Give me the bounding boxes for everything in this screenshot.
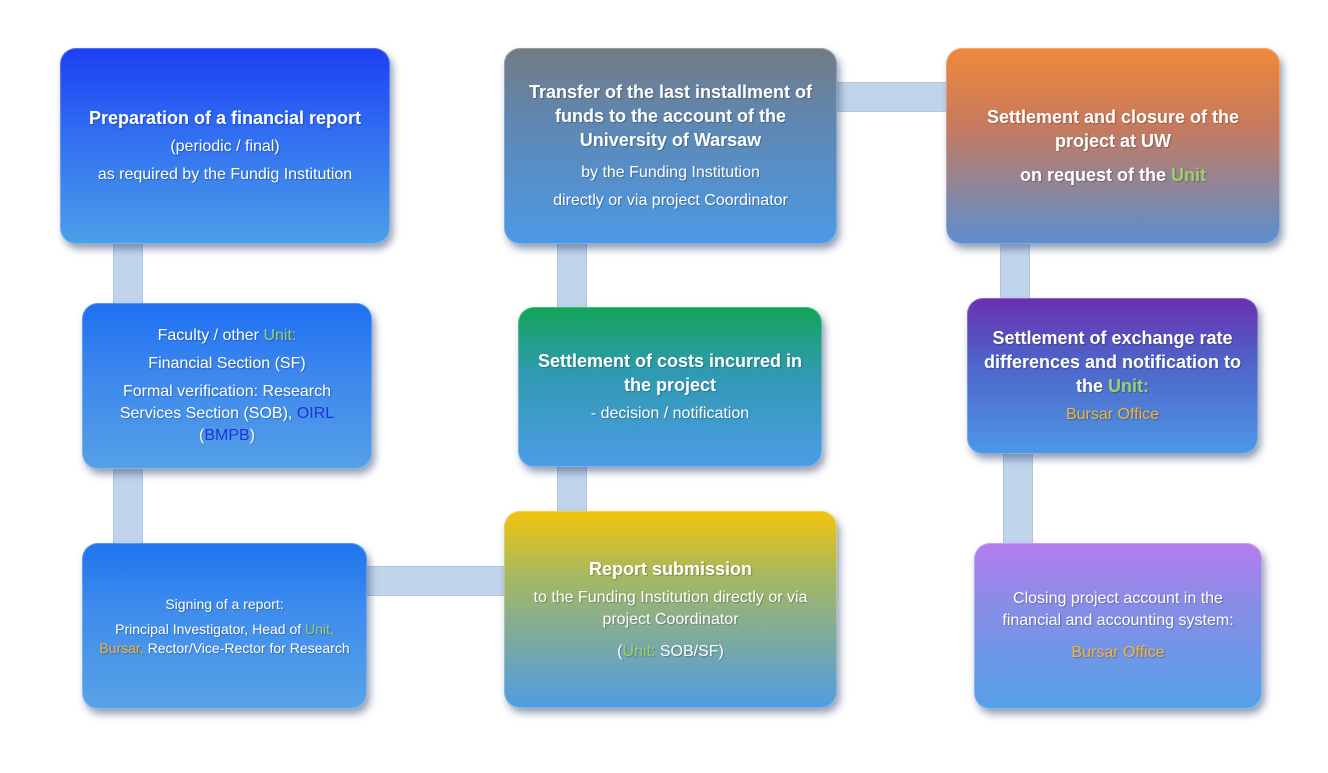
step-title: Faculty / other Unit: [158, 325, 297, 347]
unit-highlight: Unit, [305, 620, 334, 637]
step-report-submission: Report submission to the Funding Institu… [504, 511, 837, 708]
step-subtitle: by the Funding Institution [581, 164, 760, 181]
signatories-prefix: Principal Investigator, Head of [115, 620, 306, 637]
connector-b3-b6 [1000, 240, 1030, 304]
signatories: Principal Investigator, Head of Unit, Bu… [99, 620, 349, 658]
paren-open: ( [617, 642, 623, 660]
signatories-rest: Rector/Vice-Rector for Research [143, 639, 350, 656]
step-title: Report submission [588, 558, 753, 579]
connector-b6-b9 [1003, 450, 1033, 549]
financial-section: Financial Section (SF) [148, 355, 306, 372]
connector-b5-b2 [557, 240, 587, 313]
step-title: Transfer of the last installment of fund… [528, 82, 813, 150]
step-signing-report: Signing of a report: Principal Investiga… [82, 543, 367, 709]
bursar-office-label: Bursar Office [1071, 644, 1165, 661]
step-detail: on request of the Unit [1020, 163, 1206, 187]
bmpb-text: BMPB [204, 427, 250, 444]
bursar-highlight: Bursar, [99, 639, 144, 656]
step-transfer-installment: Transfer of the last installment of fund… [504, 48, 837, 244]
unit-highlight: Unit: [263, 327, 297, 344]
step-title: Closing project account in the financial… [1002, 590, 1234, 629]
verification-text: Formal verification: Research Services S… [119, 383, 332, 422]
step-title: Settlement and closure of the project at… [986, 107, 1240, 151]
paren-open: ( [199, 427, 205, 444]
detail-prefix: on request of the [1019, 165, 1171, 185]
step-exchange-rate: Settlement of exchange rate differences … [967, 298, 1258, 454]
step-subtitle: to the Funding Institution directly or v… [533, 588, 808, 628]
step-detail: directly or via project Coordinator [553, 192, 788, 209]
step-settlement-closure: Settlement and closure of the project at… [946, 48, 1280, 244]
detail-rest: SOB/SF) [655, 642, 724, 660]
step-title: Preparation of a financial report [88, 108, 362, 128]
connector-b8-b5 [557, 463, 587, 517]
connector-b2-b3 [833, 82, 952, 112]
step-faculty-verification: Faculty / other Unit: Financial Section … [82, 303, 372, 469]
step-detail: (Unit: SOB/SF) [617, 641, 724, 663]
oirl-text: OIRL [296, 405, 335, 422]
formal-verification: Formal verification: Research Services S… [106, 381, 348, 447]
title-prefix: Settlement of exchange rate differences … [983, 328, 1242, 396]
unit-highlight: Unit: [622, 642, 656, 660]
bursar-office-label: Bursar Office [1065, 406, 1160, 423]
step-title: Signing of a report: [165, 595, 284, 612]
step-settlement-costs: Settlement of costs incurred in the proj… [518, 307, 822, 467]
step-prepare-report: Preparation of a financial report (perio… [60, 48, 390, 244]
step-closing-account: Closing project account in the financial… [974, 543, 1262, 709]
connector-b1-b4 [113, 240, 143, 310]
unit-highlight: Unit [1171, 165, 1206, 185]
connector-b7-b8 [363, 566, 511, 596]
connector-b4-b7 [113, 465, 143, 549]
step-detail: - decision / notification [590, 405, 750, 422]
step-detail: as required by the Fundig Institution [97, 166, 353, 183]
paren-close: ) [249, 427, 255, 444]
title-prefix: Faculty / other [157, 327, 264, 344]
unit-highlight: Unit: [1108, 376, 1149, 396]
step-title: Settlement of costs incurred in the proj… [537, 351, 803, 395]
step-title: Settlement of exchange rate differences … [981, 326, 1244, 398]
step-subtitle: (periodic / final) [170, 138, 280, 155]
